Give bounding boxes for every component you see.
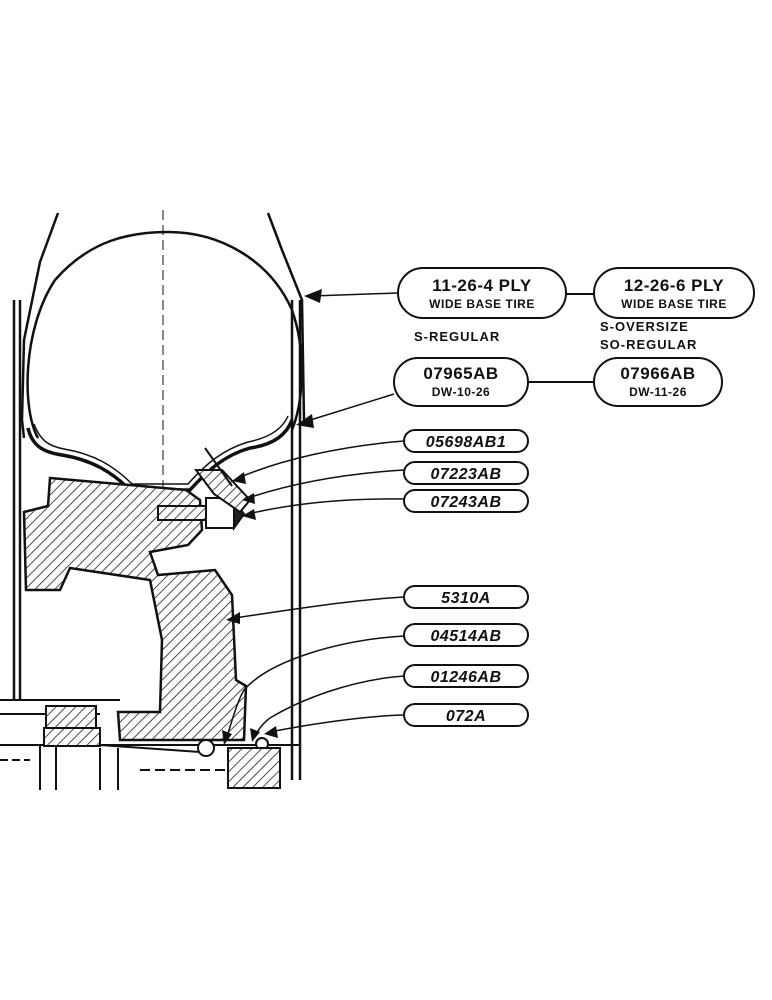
callout-rim-oversize: 07966AB DW-11-26 <box>593 357 723 407</box>
callout-part-5310A: 5310A <box>403 585 529 609</box>
part-label: 07243AB <box>430 494 501 511</box>
tire-regular-size: 11-26-4 PLY <box>432 276 532 295</box>
tire-regular-note: S-REGULAR <box>414 329 500 344</box>
leader-lines <box>225 292 405 741</box>
callout-part-07223AB: 07223AB <box>403 461 529 485</box>
rim-bolt <box>157 447 252 532</box>
rim-regular-size: DW-10-26 <box>432 385 490 399</box>
arrowheads <box>222 289 322 745</box>
tire-outline <box>12 212 306 780</box>
tire-oversize-type: WIDE BASE TIRE <box>621 297 727 311</box>
part-label: 5310A <box>441 590 491 607</box>
rim-oversize-part: 07966AB <box>620 364 695 383</box>
tire-regular-type: WIDE BASE TIRE <box>429 297 535 311</box>
tire-cross-section <box>26 230 303 439</box>
callout-part-072A: 072A <box>403 703 529 727</box>
part-label: 072A <box>446 708 486 725</box>
callout-part-01246AB: 01246AB <box>403 664 529 688</box>
part-label: 04514AB <box>430 628 501 645</box>
rim-regular-part: 07965AB <box>423 364 498 383</box>
callout-part-05698AB1: 05698AB1 <box>403 429 529 453</box>
tire-oversize-note-2: SO-REGULAR <box>600 337 697 352</box>
part-label: 07223AB <box>430 466 501 483</box>
callout-rim-regular: 07965AB DW-10-26 <box>393 357 529 407</box>
callout-tire-oversize: 12-26-6 PLY WIDE BASE TIRE <box>593 267 755 319</box>
callout-tire-regular: 11-26-4 PLY WIDE BASE TIRE <box>397 267 567 319</box>
part-label: 01246AB <box>430 669 501 686</box>
callout-part-04514AB: 04514AB <box>403 623 529 647</box>
rim-profile-inner <box>33 415 289 485</box>
rim-oversize-size: DW-11-26 <box>629 385 687 399</box>
tire-oversize-note-1: S-OVERSIZE <box>600 319 689 334</box>
callout-part-07243AB: 07243AB <box>403 489 529 513</box>
part-label: 05698AB1 <box>426 434 507 451</box>
tire-oversize-size: 12-26-6 PLY <box>624 276 724 295</box>
hub-bearing-area <box>0 699 300 790</box>
hub-casting <box>22 476 248 742</box>
